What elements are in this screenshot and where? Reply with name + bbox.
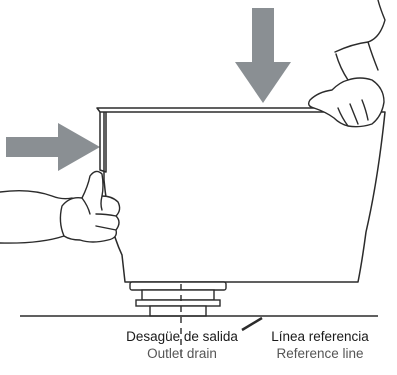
outlet-drain-label: Desagüe de salida Outlet drain [112, 328, 252, 362]
drain-flange [129, 281, 227, 317]
press-down-arrow-icon [235, 8, 291, 103]
reference-line-label-es: Línea referencia [271, 329, 369, 344]
reference-line-label: Línea referencia Reference line [250, 328, 390, 362]
bathtub [96, 107, 386, 283]
outlet-drain-label-en: Outlet drain [147, 346, 217, 361]
press-right-arrow-icon [6, 123, 100, 171]
left-hand [0, 170, 121, 244]
right-hand [307, 0, 386, 128]
outlet-drain-label-es: Desagüe de salida [126, 329, 238, 344]
reference-line-label-en: Reference line [276, 346, 364, 361]
reference-pointer [241, 316, 263, 332]
